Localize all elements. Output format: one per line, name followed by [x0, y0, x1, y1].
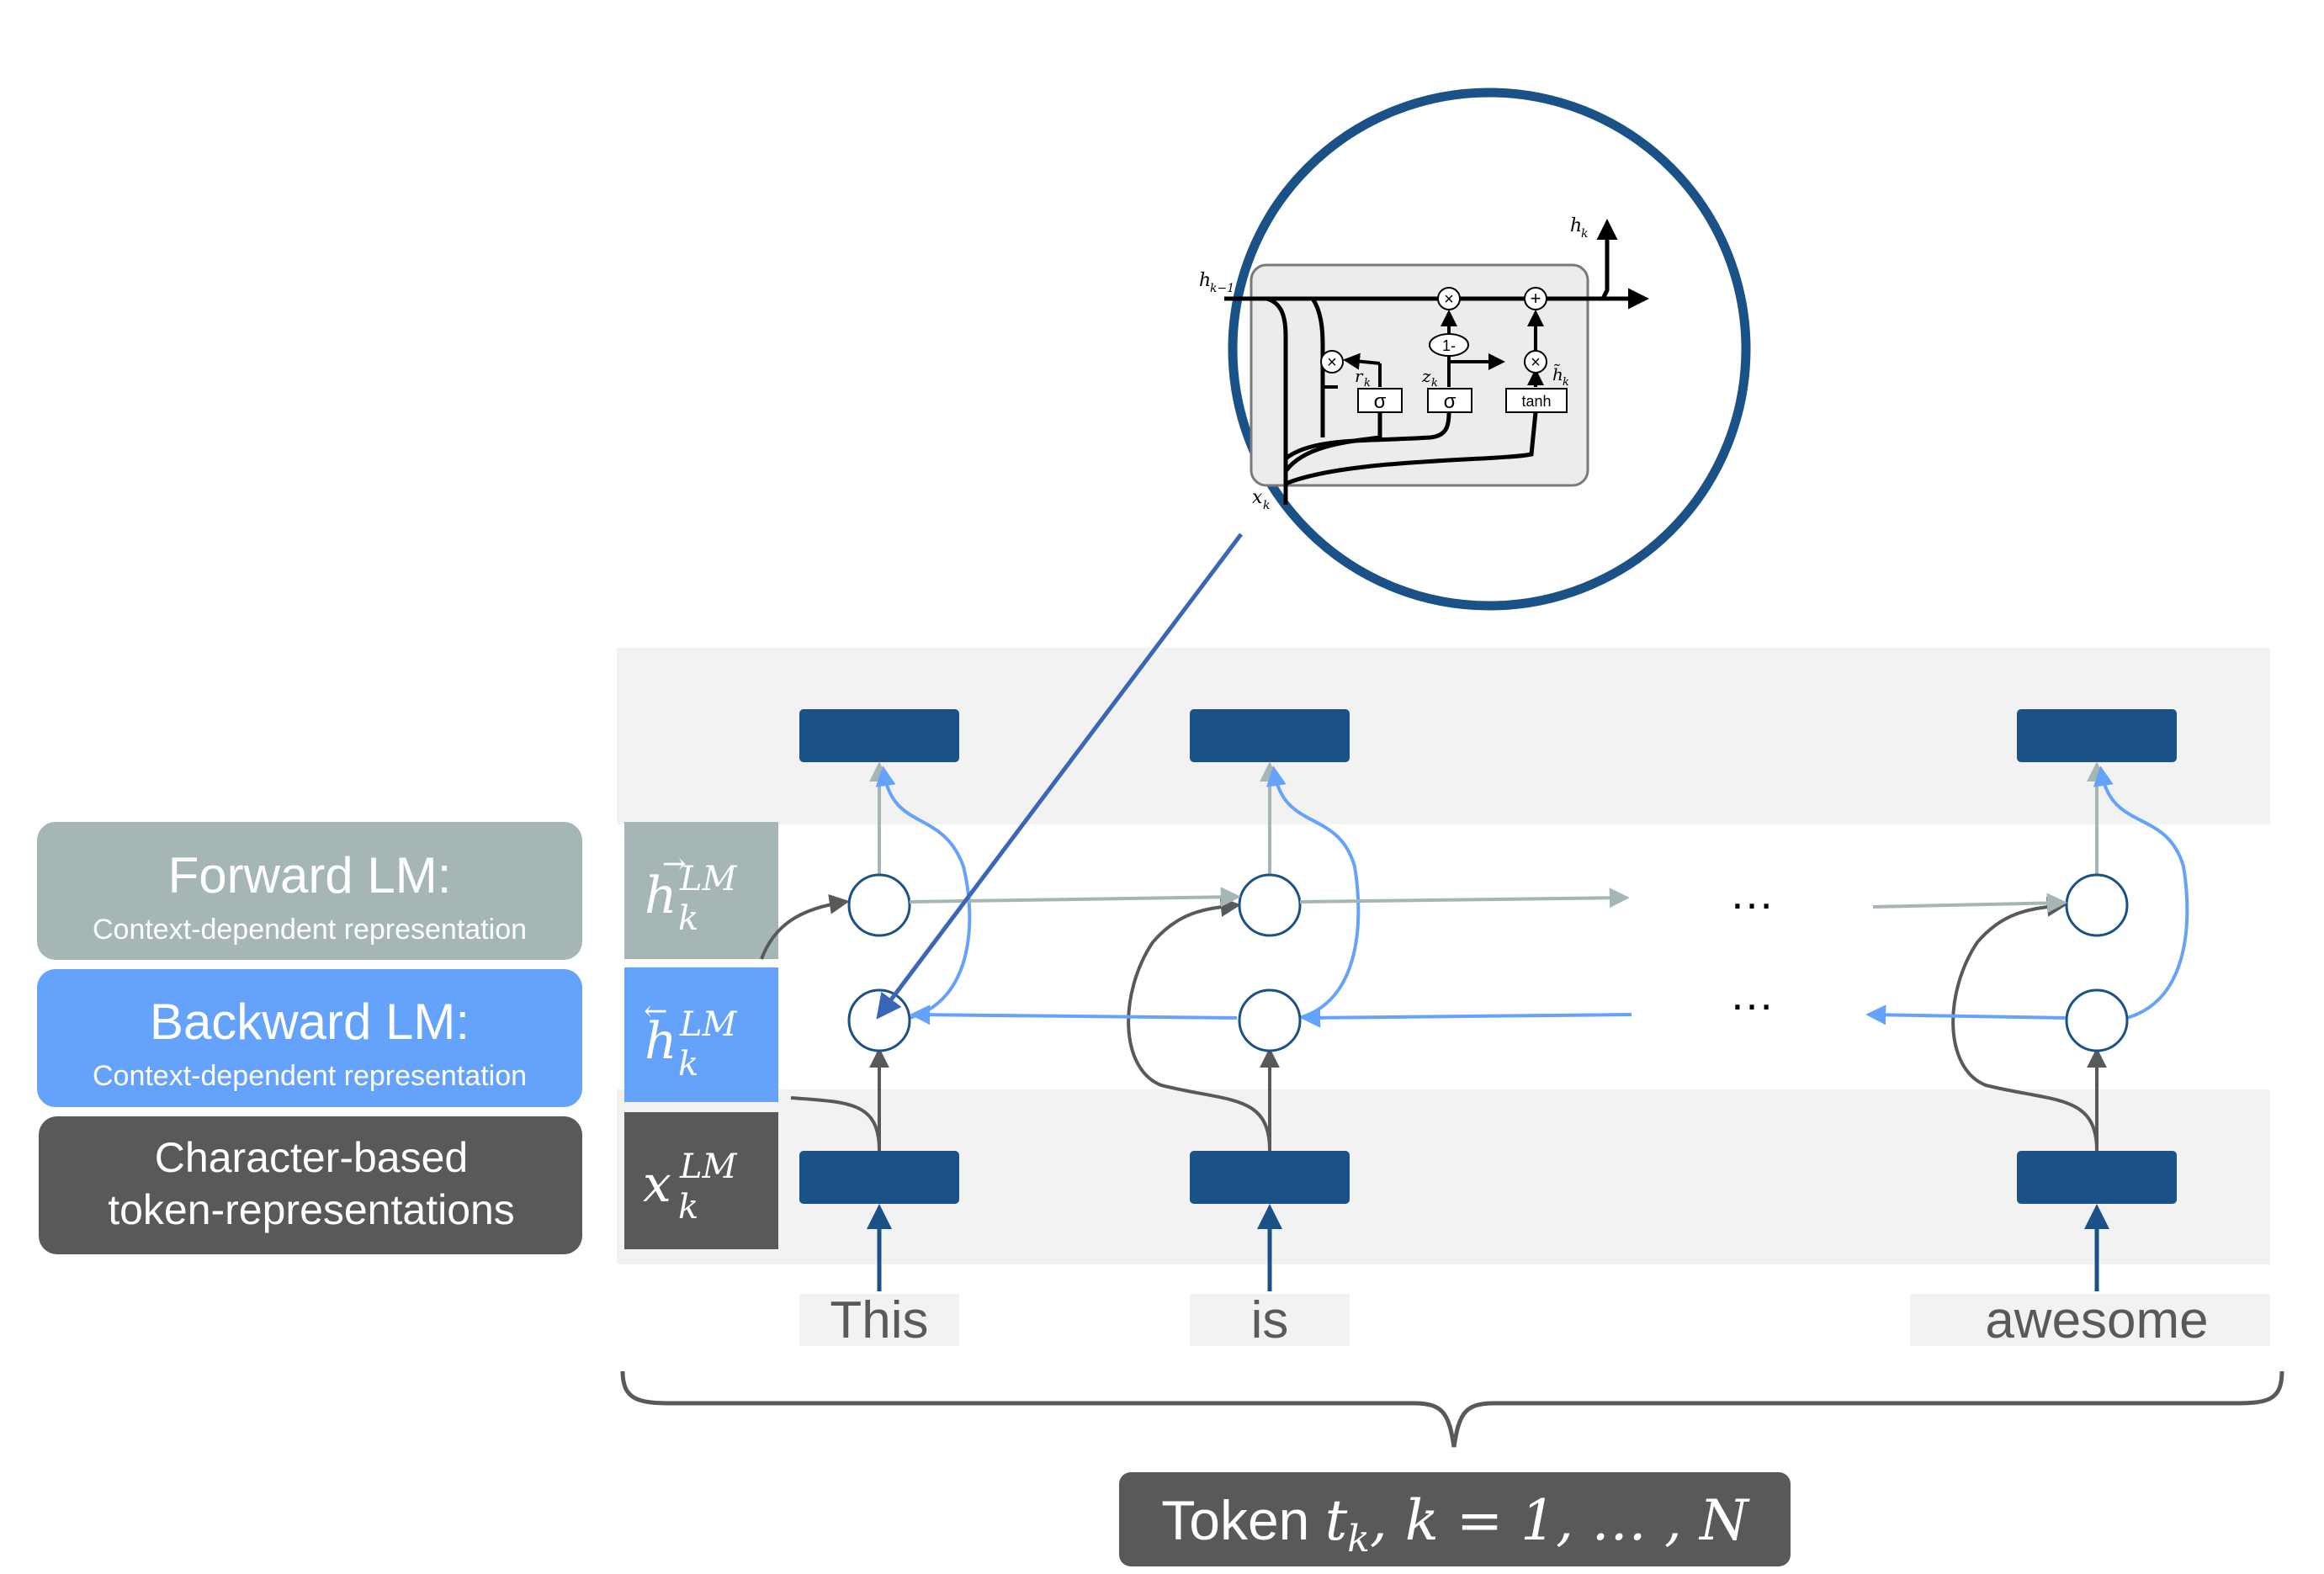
magnifier-pointer [876, 533, 1243, 1020]
forward-cell-awesome [2065, 873, 2129, 937]
backward-link-3 [1865, 1004, 2067, 1025]
svg-text:Token tk, k = 1, … , N: Token tk, k = 1, … , N [1161, 1488, 1750, 1561]
h-prev-label: h [1199, 270, 1211, 291]
char-sub: k [678, 1188, 698, 1227]
backward-cell-is [1238, 988, 1302, 1052]
h-tilde-label: h̃ [1552, 364, 1563, 384]
legend-char-line2: token-representations [108, 1186, 515, 1233]
caption-t-sub: k [1347, 1518, 1370, 1561]
backward-sup: LM [679, 1005, 738, 1044]
backward-accent: ← [644, 994, 668, 1028]
row-symbol-forward: → h LM k [624, 822, 778, 959]
r-sub: k [1364, 377, 1371, 390]
legend-char-line1: Character-based [155, 1134, 468, 1181]
input-to-forward-this [760, 902, 881, 1152]
legend-backward-subtitle: Context-dependent representation [93, 1060, 527, 1092]
ellipsis-forward: … [1729, 868, 1775, 919]
token-brace [620, 1370, 2284, 1448]
times-h: × [1531, 353, 1541, 372]
output-node-awesome [2017, 709, 2177, 762]
tanh-gate: tanh [1521, 393, 1551, 410]
char-base: x [643, 1155, 671, 1214]
backward-cell-this [847, 988, 911, 1052]
token-bg-awesome [1910, 1294, 2270, 1346]
forward-link-3 [1872, 893, 2067, 914]
legend-backward: Backward LM: Context-dependent represent… [37, 969, 582, 1107]
input-node-this [799, 1151, 959, 1204]
column-is: is [1127, 709, 1361, 1349]
caption-t: t [1325, 1488, 1348, 1553]
backward-to-output-awesome [2093, 766, 2189, 1022]
forward-accent: → [662, 847, 687, 881]
forward-sup: LM [679, 860, 738, 898]
one-minus: 1- [1442, 337, 1456, 354]
column-awesome: awesome [1910, 709, 2270, 1349]
token-is: is [1251, 1291, 1289, 1349]
token-bg-is [1190, 1294, 1350, 1346]
times-r: × [1327, 353, 1337, 372]
forward-base: h [645, 866, 677, 925]
legend-forward: Forward LM: Context-dependent representa… [37, 822, 582, 960]
input-node-is [1190, 1151, 1350, 1204]
token-awesome: awesome [1985, 1291, 2208, 1349]
row-symbol-backward: ← h LM k [624, 967, 778, 1102]
token-caption: Token tk, k = 1, … , N [1119, 1472, 1791, 1566]
h-out-label: h [1570, 215, 1582, 236]
forward-link-2 [1299, 888, 1630, 909]
forward-sub: k [678, 899, 698, 938]
output-node-is [1190, 709, 1350, 762]
token-this: This [830, 1291, 928, 1349]
column-this: This [760, 709, 972, 1349]
sigma-r: σ [1374, 390, 1387, 413]
r-label: r [1355, 366, 1364, 386]
legend-forward-subtitle: Context-dependent representation [93, 914, 527, 946]
forward-cell-is [1238, 873, 1302, 937]
caption-prefix: Token [1161, 1489, 1324, 1551]
x-in-label: x [1252, 487, 1263, 508]
input-node-awesome [2017, 1151, 2177, 1204]
z-sub: k [1431, 377, 1438, 390]
caption-rest: , k = 1, … , N [1370, 1488, 1750, 1553]
h-tilde-sub: k [1563, 376, 1569, 389]
backward-link-1 [1300, 1007, 1632, 1028]
backward-cell-awesome [2065, 988, 2129, 1052]
sigma-z: σ [1444, 390, 1456, 413]
gru-cell-box [1250, 263, 1589, 487]
plus-top: + [1531, 288, 1541, 309]
backward-to-output-is [1265, 766, 1361, 1022]
z-label: z [1421, 366, 1431, 386]
h-prev-sub: k−1 [1210, 282, 1234, 295]
forward-link-1 [909, 887, 1241, 908]
h-out-sub: k [1581, 227, 1588, 241]
backward-sub: k [678, 1045, 698, 1084]
times-top: × [1444, 290, 1454, 309]
backward-to-output-this [875, 766, 972, 1022]
x-in-sub: k [1263, 499, 1270, 512]
gru-magnifier: σ σ tanh × × + × 1- h k−1 h k x k r k z … [1199, 87, 1751, 611]
legend-backward-title: Backward LM: [150, 994, 470, 1050]
input-to-forward-is [1127, 896, 1271, 1152]
backward-link-2 [910, 1004, 1238, 1025]
backward-base: h [645, 1012, 677, 1071]
ellipsis-backward: … [1729, 969, 1775, 1020]
legend-forward-title: Forward LM: [168, 847, 452, 904]
legend-char: Character-based token-representations [39, 1116, 582, 1254]
token-bg-this [799, 1294, 959, 1346]
output-node-this [799, 709, 959, 762]
forward-cell-this [847, 873, 911, 937]
row-symbol-char: x LM k [624, 1112, 778, 1249]
char-sup: LM [679, 1147, 738, 1186]
input-to-forward-awesome [1951, 896, 2098, 1152]
